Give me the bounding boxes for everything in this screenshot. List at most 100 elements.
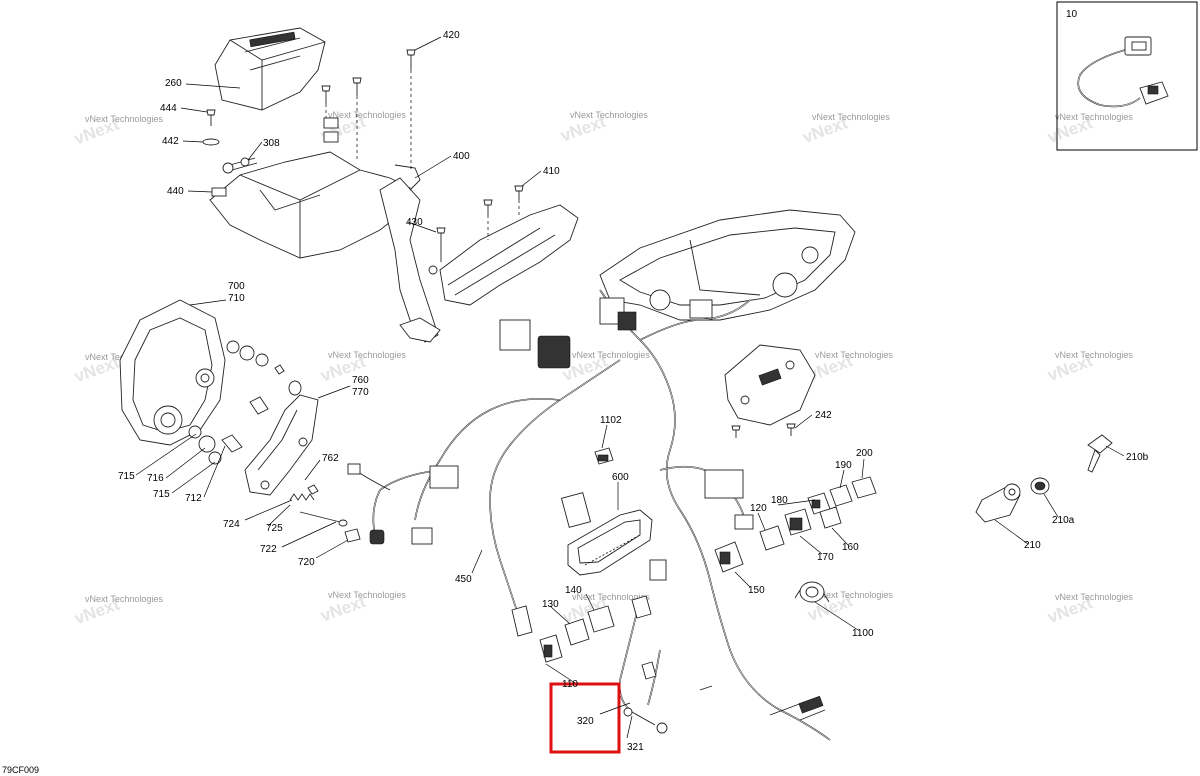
part-190-connector — [829, 484, 853, 507]
svg-text:vNext Technologies: vNext Technologies — [815, 350, 893, 360]
watermark: vNext vNext Technologies — [805, 350, 893, 385]
part-400-bracket — [209, 151, 441, 343]
part-444-screw — [206, 109, 216, 126]
part-720-clip — [344, 528, 361, 543]
callout-190[interactable]: 190 — [835, 460, 852, 471]
part-160-connector — [819, 506, 842, 529]
callout-1100[interactable]: 1100 — [852, 628, 874, 639]
callout-712[interactable]: 712 — [185, 493, 202, 504]
callout-200[interactable]: 200 — [856, 448, 873, 459]
svg-text:vNext Technologies: vNext Technologies — [572, 592, 650, 602]
callout-444[interactable]: 444 — [160, 103, 177, 114]
wire-harness — [347, 289, 831, 741]
callout-1102[interactable]: 1102 — [600, 415, 622, 426]
callout-400[interactable]: 400 — [453, 151, 470, 162]
svg-text:vNext Technologies: vNext Technologies — [328, 110, 406, 120]
part-440-clip — [211, 187, 227, 197]
svg-text:vNext Technologies: vNext Technologies — [812, 112, 890, 122]
svg-text:vNext Technologies: vNext Technologies — [570, 110, 648, 120]
callout-715[interactable]: 715 — [118, 471, 135, 482]
callout-762[interactable]: 762 — [322, 453, 339, 464]
callout-722[interactable]: 722 — [260, 544, 277, 555]
watermark: vNext vNext Technologies — [1045, 350, 1133, 385]
part-200-connector — [851, 476, 877, 499]
clip — [323, 117, 339, 143]
inset-box: 10 — [1056, 1, 1198, 151]
screw — [321, 85, 331, 104]
callout-210a[interactable]: 210a — [1052, 515, 1075, 526]
part-140-connector — [587, 605, 615, 633]
part-110-connector — [539, 634, 563, 663]
callout-600[interactable]: 600 — [612, 472, 629, 483]
callout-242[interactable]: 242 — [815, 410, 832, 421]
part-210-ignition — [975, 483, 1021, 523]
callout-210b[interactable]: 210b — [1126, 452, 1149, 463]
callout-716[interactable]: 716 — [147, 473, 164, 484]
callout-410[interactable]: 410 — [543, 166, 560, 177]
part-600-display — [567, 509, 653, 576]
callout-160[interactable]: 160 — [842, 542, 859, 553]
part-722-pin — [299, 511, 348, 527]
watermark: vNext vNext Technologies — [72, 114, 164, 148]
screw — [514, 185, 524, 200]
watermark: vNext vNext Technologies — [560, 350, 650, 385]
fasteners-left — [188, 340, 302, 465]
svg-text:vNext Technologies: vNext Technologies — [815, 590, 893, 600]
callout-130[interactable]: 130 — [542, 599, 559, 610]
callout-210[interactable]: 210 — [1024, 540, 1041, 551]
callout-labels: 420 260 444 442 308 400 440 410 430 700 … — [118, 30, 1149, 753]
callout-180[interactable]: 180 — [771, 495, 788, 506]
callout-725[interactable]: 725 — [266, 523, 283, 534]
callout-710[interactable]: 710 — [228, 293, 245, 304]
svg-text:vNext Technologies: vNext Technologies — [85, 114, 163, 124]
callout-430[interactable]: 430 — [406, 217, 423, 228]
svg-text:vNext Technologies: vNext Technologies — [328, 350, 406, 360]
svg-text:vNext Technologies: vNext Technologies — [1055, 592, 1133, 602]
callout-120[interactable]: 120 — [750, 503, 767, 514]
watermark: vNext vNext Technologies — [1045, 592, 1133, 627]
connector — [511, 605, 533, 637]
connector — [560, 492, 592, 528]
callout-724[interactable]: 724 — [223, 519, 240, 530]
svg-text:vNext Technologies: vNext Technologies — [85, 594, 163, 604]
callout-715b[interactable]: 715 — [153, 489, 170, 500]
part-308-screw — [222, 157, 258, 174]
connectors-right — [511, 476, 877, 680]
svg-text:vNext Technologies: vNext Technologies — [572, 350, 650, 360]
part-321-bolt — [623, 707, 668, 734]
part-150-connector — [714, 541, 744, 573]
part-700-housing — [119, 299, 226, 446]
part-242-bracket — [724, 344, 816, 438]
highlight-box[interactable]: 320 — [549, 682, 621, 754]
callout-442[interactable]: 442 — [162, 136, 179, 147]
part-420-screw — [406, 49, 416, 70]
callout-760[interactable]: 760 — [352, 375, 369, 386]
callout-170[interactable]: 170 — [817, 552, 834, 563]
inset-label: 10 — [1066, 9, 1078, 20]
callout-450[interactable]: 450 — [455, 574, 472, 585]
callout-700[interactable]: 700 — [228, 281, 245, 292]
callout-720[interactable]: 720 — [298, 557, 315, 568]
callout-440[interactable]: 440 — [167, 186, 184, 197]
part-210b-key — [1087, 434, 1113, 473]
callout-321[interactable]: 321 — [627, 742, 644, 753]
connector — [641, 661, 657, 680]
part-1102-connector — [594, 447, 614, 465]
svg-text:vNext Technologies: vNext Technologies — [1055, 112, 1133, 122]
callout-420[interactable]: 420 — [443, 30, 460, 41]
callout-260[interactable]: 260 — [165, 78, 182, 89]
part-1100-switch — [794, 581, 830, 603]
part-430-screw — [428, 227, 446, 275]
connector — [631, 595, 652, 619]
callout-110[interactable]: 110 — [562, 679, 578, 690]
part-120-connector — [759, 525, 785, 551]
part-760-bracket — [244, 394, 319, 496]
part-10-harness — [1077, 36, 1169, 108]
callout-140[interactable]: 140 — [565, 585, 582, 596]
highlight-label: 320 — [577, 716, 594, 727]
callout-308[interactable]: 308 — [263, 138, 280, 149]
cluster-frame — [599, 209, 856, 321]
callout-150[interactable]: 150 — [748, 585, 765, 596]
callout-770[interactable]: 770 — [352, 387, 369, 398]
